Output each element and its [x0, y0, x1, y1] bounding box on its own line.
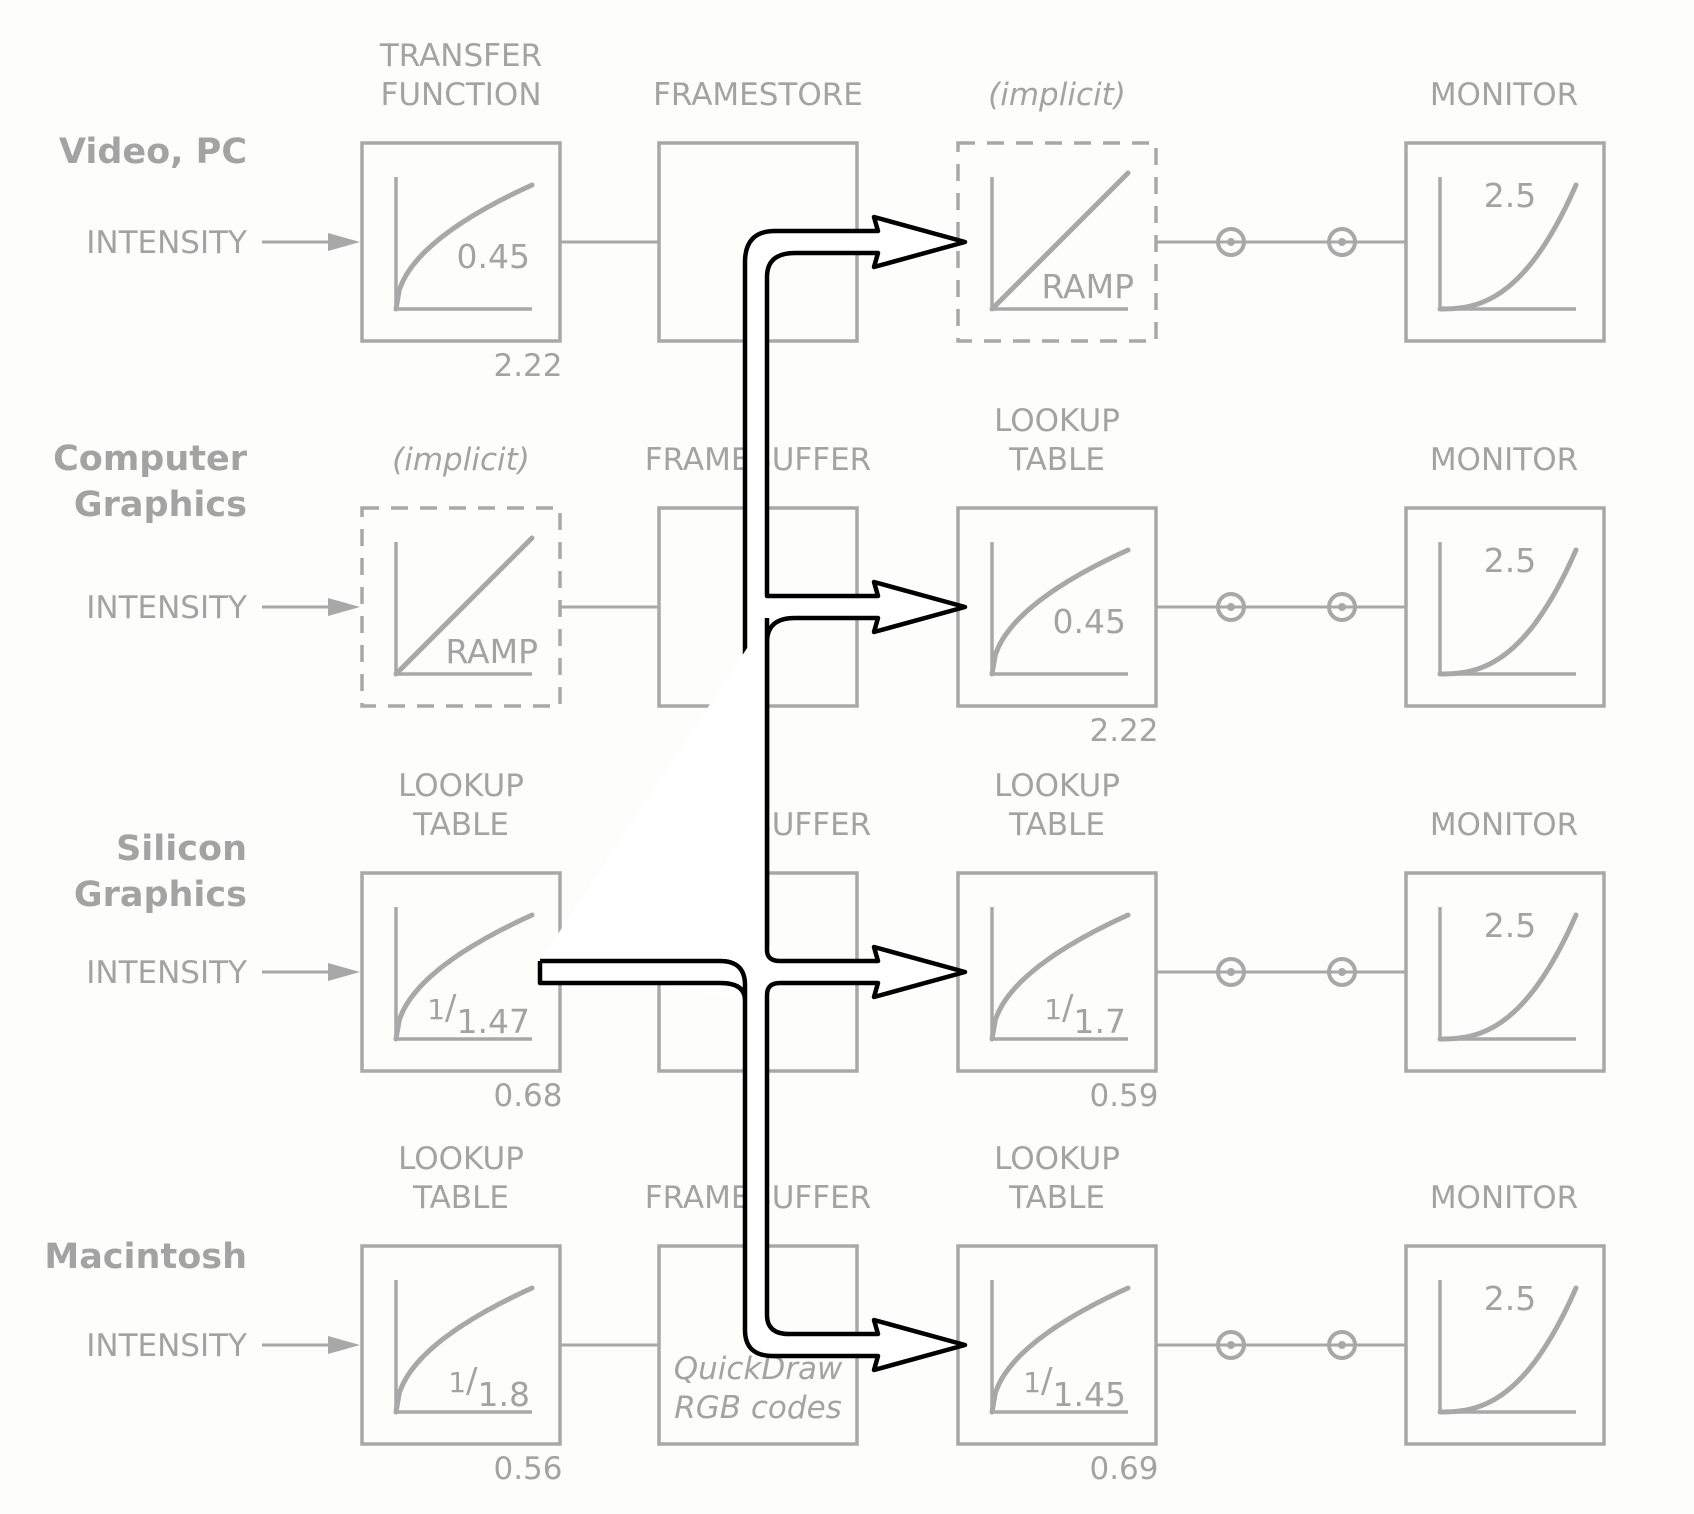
connector-icon [1327, 1330, 1357, 1360]
row-3-stage1-box [360, 871, 562, 1073]
encode-curve-icon [989, 1285, 1131, 1415]
connector-icon [1216, 227, 1246, 257]
row-3-stage1-below-value: 0.68 [493, 1078, 562, 1114]
connector-icon [1216, 1330, 1246, 1360]
row-3-monitor-gamma: 2.5 [1484, 906, 1536, 945]
row-2-stage3: 0.45 2.22 [956, 506, 1159, 749]
row-2-monitor-box [1404, 506, 1606, 708]
encode-curve-icon [989, 912, 1131, 1042]
connector-icon [1327, 592, 1357, 622]
row-3-stage3: 1/1.7 0.59 [956, 871, 1159, 1114]
input-arrow-icon [328, 963, 360, 981]
arrow-to-row3-row4 [537, 615, 968, 1373]
row-1-stage1-below-value: 2.22 [493, 348, 562, 384]
ramp-curve-icon [393, 535, 535, 677]
encode-curve-icon [989, 547, 1131, 677]
row-4-stage1-box [360, 1244, 562, 1446]
row-4-name: Macintosh [44, 1237, 247, 1277]
row-2-stage1-header: (implicit) [392, 442, 530, 478]
connector-icon [1327, 957, 1357, 987]
row-3-stage3-header: TABLE [1008, 807, 1105, 843]
monitor-curve-icon [1437, 547, 1579, 677]
ramp-curve-icon [989, 170, 1131, 312]
row-1-monitor-gamma: 2.5 [1484, 176, 1536, 215]
row-3-stage3-curve-value: 1/1.7 [1044, 988, 1126, 1041]
row-4-stage1: 1/1.8 0.56 [360, 1244, 563, 1487]
row-2-monitor-gamma: 2.5 [1484, 541, 1536, 580]
row-3-monitor: 2.5 [1404, 871, 1606, 1073]
row-1-input-label: INTENSITY [86, 225, 247, 261]
row-2-stage1: RAMP [360, 506, 562, 708]
input-arrow-icon [328, 598, 360, 616]
row-4-monitor-box [1404, 1244, 1606, 1446]
row-1-stage1-header: TRANSFER [379, 38, 542, 74]
monitor-curve-icon [1437, 912, 1579, 1042]
row-4-stage1-below-value: 0.56 [493, 1451, 562, 1487]
row-2-stage3-header: LOOKUP [994, 403, 1120, 439]
row-4-stage3: 1/1.45 0.69 [956, 1244, 1159, 1487]
row-2-stage3-curve-value: 0.45 [1053, 602, 1126, 641]
row-2-monitor: 2.5 [1404, 506, 1606, 708]
row-3-name: Graphics [74, 875, 247, 915]
row-1-monitor-box [1404, 141, 1606, 343]
row-4-stage1-header: LOOKUP [398, 1141, 524, 1177]
row-3-stage3-header: LOOKUP [994, 768, 1120, 804]
row-3-monitor-box [1404, 871, 1606, 1073]
row-4-monitor-gamma: 2.5 [1484, 1279, 1536, 1318]
row-4-stage3-header: LOOKUP [994, 1141, 1120, 1177]
row-2-input-label: INTENSITY [86, 590, 247, 626]
row-1-stage1: 0.45 2.22 [360, 141, 563, 384]
row-3-stage3-below-value: 0.59 [1089, 1078, 1158, 1114]
encode-curve-icon [393, 912, 535, 1042]
row-3-input-label: INTENSITY [86, 955, 247, 991]
row-4-stage3-below-value: 0.69 [1089, 1451, 1158, 1487]
row-4-stage1-curve-value: 1/1.8 [448, 1361, 530, 1414]
row-4-stage1-header: TABLE [412, 1180, 509, 1216]
encode-curve-icon [393, 182, 535, 312]
encode-curve-icon [393, 1285, 535, 1415]
row-3-stage1: 1/1.47 0.68 [360, 871, 563, 1114]
row-3-stage1-header: LOOKUP [398, 768, 524, 804]
row-1-monitor: 2.5 [1404, 141, 1606, 343]
row-1-stage1-curve-value: 0.45 [457, 237, 530, 276]
row-1-stage3: RAMP [956, 141, 1158, 343]
input-arrow-icon [328, 1336, 360, 1354]
row-2-stage1-curve-value: RAMP [445, 632, 538, 671]
connector-icon [1216, 592, 1246, 622]
row-4-stage3-box [956, 1244, 1158, 1446]
connector-icon [1216, 957, 1246, 987]
row-3-stage1-header: TABLE [412, 807, 509, 843]
row-4-input-label: INTENSITY [86, 1328, 247, 1364]
row-2-name: Computer [53, 439, 248, 479]
row-3-stage1-curve-value: 1/1.47 [427, 988, 530, 1041]
row-1-stage3-curve-value: RAMP [1041, 267, 1134, 306]
connector-icon [1327, 227, 1357, 257]
row-4-stage3-header: TABLE [1008, 1180, 1105, 1216]
row-3-monitor-header: MONITOR [1430, 807, 1578, 843]
monitor-curve-icon [1437, 182, 1579, 312]
row-4-stage2-body: RGB codes [674, 1390, 842, 1426]
row-4-stage3-curve-value: 1/1.45 [1023, 1361, 1126, 1414]
row-2-stage3-below-value: 2.22 [1089, 713, 1158, 749]
row-2-stage3-header: TABLE [1008, 442, 1105, 478]
row-2-name: Graphics [74, 485, 247, 525]
row-3-stage3-box [956, 871, 1158, 1073]
row-3-name: Silicon [116, 829, 247, 869]
row-1-name: Video, PC [59, 132, 247, 172]
row-1-stage2-header: FRAMESTORE [653, 77, 863, 113]
input-arrow-icon [328, 233, 360, 251]
row-4-monitor-header: MONITOR [1430, 1180, 1578, 1216]
row-1-stage3-header: (implicit) [988, 77, 1126, 113]
row-2-monitor-header: MONITOR [1430, 442, 1578, 478]
monitor-curve-icon [1437, 1285, 1579, 1415]
row-4-monitor: 2.5 [1404, 1244, 1606, 1446]
stage-boxes: 0.452.22RAMP2.5RAMP0.452.222.51/1.470.68… [360, 141, 1606, 1487]
row-1-monitor-header: MONITOR [1430, 77, 1578, 113]
row-1-stage1-header: FUNCTION [380, 77, 541, 113]
